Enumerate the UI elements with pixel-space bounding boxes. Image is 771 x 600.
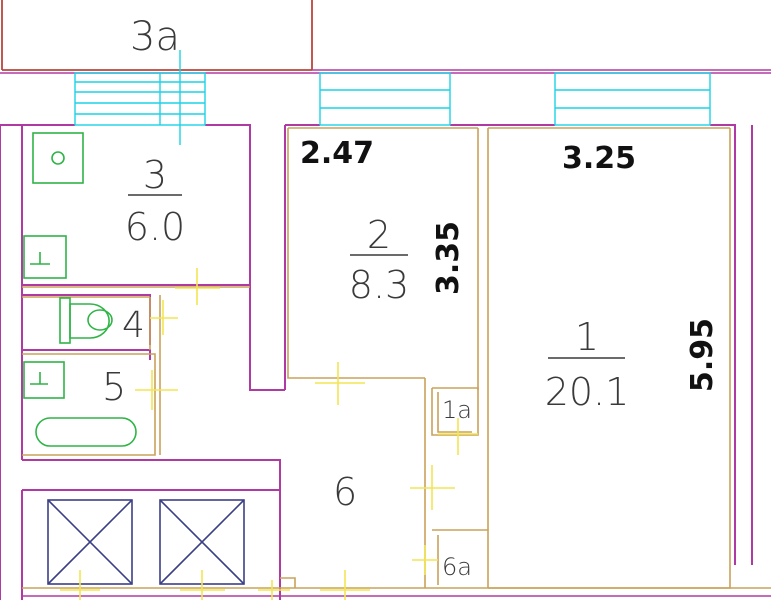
window-room-1 (554, 72, 711, 126)
sink-icon (23, 235, 67, 279)
room-6a-label: 6a (442, 553, 472, 581)
elevator-shaft-icon (47, 499, 133, 585)
balcony-3a (0, 0, 771, 74)
toilet-icon (59, 297, 113, 344)
room-2-length-dimension: 3.35 (431, 221, 466, 295)
room-3-area: 6.0 (125, 205, 185, 249)
room-2-area: 8.3 (349, 263, 409, 307)
stove-icon (32, 132, 84, 184)
balcony-3a-label: 3a (130, 14, 180, 60)
washbasin-icon (23, 361, 65, 399)
window-room-2 (319, 72, 451, 126)
room-6-number: 6 (333, 470, 357, 514)
room-1-length-dimension: 5.95 (685, 318, 720, 392)
room-1-area: 20.1 (545, 370, 630, 414)
door-markers (60, 268, 478, 600)
room-1-width-dimension: 3.25 (562, 141, 636, 176)
room-2-width-dimension: 2.47 (300, 136, 374, 171)
room-1-number: 1 (575, 315, 599, 359)
partitions (22, 127, 771, 597)
room-4-number: 4 (122, 305, 145, 346)
walls (0, 124, 753, 600)
room-3-number: 3 (143, 153, 167, 197)
window-kitchen (74, 50, 206, 145)
bathtub-icon (35, 417, 137, 447)
room-2-number: 2 (367, 213, 391, 257)
room-5-number: 5 (102, 365, 126, 409)
room-1a-label: 1a (442, 396, 472, 424)
